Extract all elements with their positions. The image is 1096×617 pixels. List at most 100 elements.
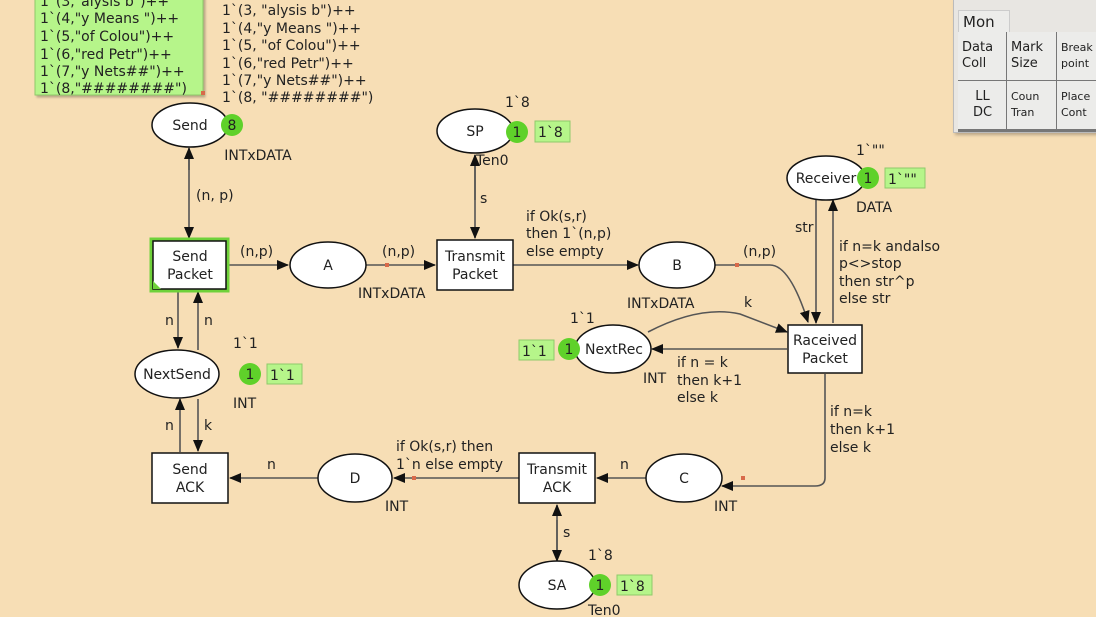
arc-label: n <box>204 313 213 329</box>
arc-label: else k <box>677 390 719 406</box>
transition-name: Packet <box>452 267 498 283</box>
arc-label: else str <box>839 291 891 307</box>
arc-label: 1`n else empty <box>396 457 503 473</box>
token-count: 1 <box>565 342 574 358</box>
arc-label: if n = k <box>677 355 729 371</box>
arc-label: k <box>744 295 753 311</box>
arc-nextrec-receivedpacket <box>647 311 788 333</box>
breakpoint-tool[interactable]: Break point <box>1057 32 1096 80</box>
place-c[interactable]: C INT <box>645 453 738 515</box>
tab-mon[interactable]: Mon <box>958 10 1010 33</box>
ll-dc-tool[interactable]: LL DC <box>958 81 1006 129</box>
place-type: DATA <box>856 200 892 216</box>
arc-label: (n,p) <box>382 244 415 260</box>
arc-label: s <box>480 191 487 207</box>
transition-transmit-ack[interactable]: Transmit ACK <box>518 452 596 504</box>
place-receiver[interactable]: Receiver 1`"" DATA 1 1`"" <box>786 143 926 216</box>
arc-label: n <box>267 457 276 473</box>
arc-label: else empty <box>526 244 604 260</box>
place-name: SP <box>466 124 483 140</box>
transition-name: Packet <box>802 351 848 367</box>
arc-receivedpacket-c <box>721 374 826 491</box>
place-type: INT <box>714 499 738 515</box>
token-count: 1 <box>596 578 605 594</box>
marking-line: 1`(3,"alysis b")++ <box>40 0 169 10</box>
marking-line: 1`(5, "of Colou")++ <box>222 38 361 54</box>
place-name: B <box>672 258 682 274</box>
initial-marking: 1`1 <box>570 311 595 327</box>
arc-label: then k+1 <box>677 373 742 389</box>
place-nextrec[interactable]: NextRec 1`1 INT 1 1`1 <box>518 311 667 387</box>
place-name: NextRec <box>585 342 643 358</box>
initial-marking: 1`"" <box>856 143 885 159</box>
arc-label: if n=k <box>830 404 873 420</box>
token-count: 1 <box>246 367 255 383</box>
arc-label: k <box>204 418 213 434</box>
transition-send-packet[interactable]: Send Packet <box>149 237 230 293</box>
marking-line: 1`(8, "########") <box>222 90 373 106</box>
marking-line: 1`(7,"y Nets##")++ <box>222 73 367 89</box>
place-name: Send <box>172 118 207 134</box>
place-name: C <box>679 471 689 487</box>
transition-name: ACK <box>176 480 205 496</box>
transition-transmit-packet[interactable]: Transmit Packet <box>436 239 514 291</box>
place-content-tool[interactable]: Place Cont <box>1057 81 1096 129</box>
arc-label: (n,p) <box>743 244 776 260</box>
place-name: Receiver <box>796 171 857 187</box>
place-d[interactable]: D INT <box>317 453 409 515</box>
current-marking: 1`1 <box>522 344 547 360</box>
initial-marking: 1`8 <box>588 548 613 564</box>
current-marking: 1`8 <box>620 579 645 595</box>
arc-label: n <box>165 418 174 434</box>
arc-label: if Ok(s,r) then <box>396 439 493 455</box>
monitor-palette: Mon Data Coll Mark Size Break point LL D… <box>953 0 1096 133</box>
send-marking-box[interactable]: 1`(3,"alysis b")++ 1`(4,"y Means ")++ 1`… <box>34 0 205 97</box>
transition-name: Packet <box>167 267 213 283</box>
arc-label: n <box>620 457 629 473</box>
marking-line: 1`(7,"y Nets##")++ <box>40 64 185 80</box>
place-name: SA <box>548 578 567 594</box>
transition-name: Send <box>172 462 207 478</box>
place-sp[interactable]: SP 1`8 Ten0 1 1`8 <box>436 95 571 169</box>
marking-line: 1`(3, "alysis b")++ <box>222 3 356 19</box>
place-type: INT <box>643 371 667 387</box>
data-collection-tool[interactable]: Data Coll <box>958 32 1006 80</box>
arc-label: else k <box>830 440 872 456</box>
marking-line: 1`(6,"red Petr")++ <box>222 56 354 72</box>
marking-line: 1`(4,"y Means ")++ <box>40 11 179 27</box>
place-b[interactable]: B INTxDATA <box>627 241 716 312</box>
current-marking: 1`"" <box>888 172 917 188</box>
initial-marking: 1`8 <box>505 95 530 111</box>
arc-label: then k+1 <box>830 422 895 438</box>
transition-received-packet[interactable]: Raceived Packet <box>787 324 863 374</box>
transition-name: ACK <box>543 480 572 496</box>
mark-size-tool[interactable]: Mark Size <box>1007 32 1056 80</box>
place-name: D <box>350 471 361 487</box>
transition-send-ack[interactable]: Send ACK <box>151 452 229 504</box>
count-transition-tool[interactable]: Coun Tran <box>1007 81 1056 129</box>
arc-b-receivedpacket <box>715 264 810 323</box>
place-name: A <box>323 258 333 274</box>
arc-label: n <box>165 313 174 329</box>
arc-label: if n=k andalso <box>839 239 940 255</box>
marking-line: 1`(5,"of Colou")++ <box>40 29 174 45</box>
arcs <box>173 147 838 562</box>
token-count: 1 <box>864 171 873 187</box>
marking-line: 1`(6,"red Petr")++ <box>40 47 172 63</box>
place-send[interactable]: Send INTxDATA 8 <box>151 102 292 164</box>
place-sa[interactable]: SA 1`8 Ten0 1 1`8 <box>518 548 653 617</box>
place-nextsend[interactable]: NextSend 1`1 INT 1 1`1 <box>134 336 303 412</box>
place-a[interactable]: A INTxDATA <box>289 241 426 302</box>
transition-name: Raceived <box>793 333 857 349</box>
place-type: INTxDATA <box>627 296 695 312</box>
send-initial-marking[interactable]: 1`(3, "alysis b")++ 1`(4,"y Means ")++ 1… <box>222 3 373 106</box>
transition-name: Transmit <box>526 462 588 478</box>
current-marking: 1`8 <box>538 125 563 141</box>
arc-label: (n,p) <box>240 244 273 260</box>
arc-labels: (n, p) (n,p) (n,p) s if Ok(s,r) then 1`(… <box>165 188 940 541</box>
place-name: NextSend <box>143 367 211 383</box>
place-type: INT <box>385 499 409 515</box>
arc-label: then 1`(n,p) <box>526 226 611 242</box>
place-type: INTxDATA <box>224 148 292 164</box>
